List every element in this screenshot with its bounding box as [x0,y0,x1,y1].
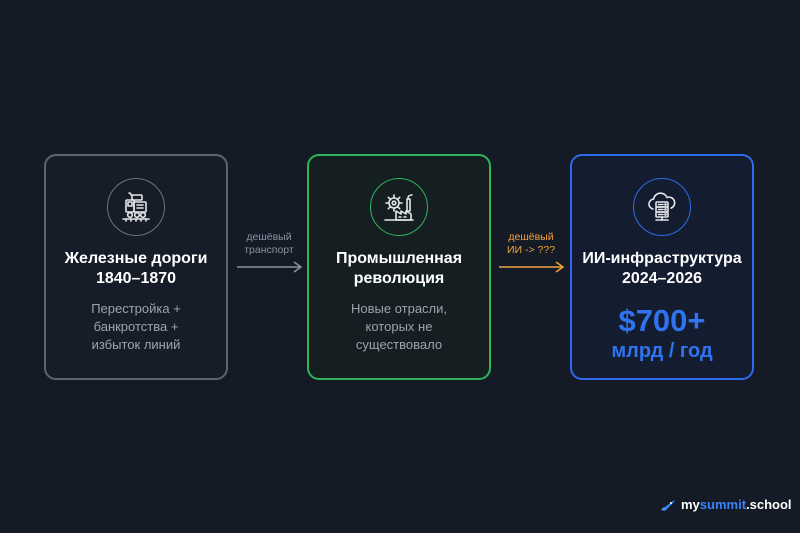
logo-text-summit: summit [699,497,747,512]
arrow-1 [237,261,303,273]
logo-text-my: my [681,497,700,512]
industrial-revolution-card: Промышленная революция Новые отрасли, ко… [307,154,491,380]
railways-title: Железные дороги 1840–1870 [64,250,208,287]
factory-gear-icon [384,194,414,221]
railways-icon-circle [107,178,165,236]
railways-description: Перестройка + банкротства + избыток лини… [91,301,181,352]
rocket-icon [661,499,675,511]
ai-spend-unit: млрд / год [611,340,713,362]
ai-infrastructure-title: ИИ-инфраструктура 2024–2026 [582,250,742,287]
ai-spend-value: $700+ [618,303,706,338]
arrow-1-label: дешёвый транспорт [244,231,294,256]
logo-text-school: .school [746,497,792,512]
industrial-icon-circle [370,178,428,236]
logo-text: mysummit.school [681,497,792,512]
arrow-2 [499,261,565,273]
ai-infrastructure-card: ИИ-инфраструктура 2024–2026 $700+ млрд /… [570,154,754,380]
ai-icon-circle [633,178,691,236]
arrow-2-label: дешёвый ИИ -> ??? [506,231,556,256]
industrial-revolution-description: Новые отрасли, которых не существовало [350,301,448,352]
mysummit-logo: mysummit.school [659,497,792,512]
cloud-server-icon [648,192,676,221]
industrial-revolution-title: Промышленная революция [335,250,463,287]
railways-card: Железные дороги 1840–1870 Перестройка + … [44,154,228,380]
train-icon [122,192,150,222]
